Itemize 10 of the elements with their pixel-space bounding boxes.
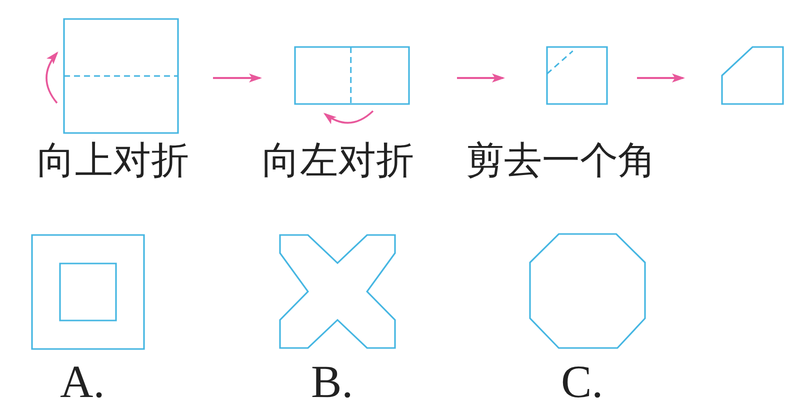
arrow (457, 74, 505, 82)
step-caption: 向上对折 (37, 141, 189, 179)
cut-paper (722, 47, 783, 104)
option-label: B. (311, 359, 354, 405)
option-label: A. (60, 359, 105, 405)
step-caption: 剪去一个角 (466, 141, 656, 179)
arrow (637, 74, 685, 82)
arrow (213, 74, 262, 82)
step-caption: 向左对折 (262, 141, 414, 179)
option-label: C. (561, 359, 604, 405)
